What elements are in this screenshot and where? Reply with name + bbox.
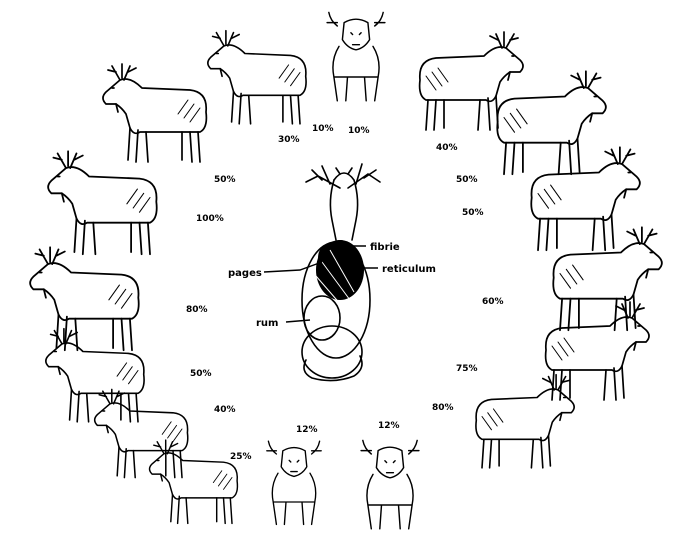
moose-icon [48,151,157,254]
percentage-label: 60% [482,297,504,307]
percentage-label: 30% [278,135,300,145]
moose-icon [553,227,662,330]
percentage-label: 50% [190,369,212,379]
percentage-label: 10% [312,124,334,134]
percentage-label: 12% [296,425,318,435]
callout-reticulum: reticulum [382,264,436,275]
percentage-label: 100% [196,214,224,224]
percentage-label: 80% [432,403,454,413]
percentage-label: 80% [186,305,208,315]
moose-icon [208,31,306,124]
percentage-label: 50% [214,175,236,185]
center-animal-figure: fibrie reticulum pages rum [228,164,436,381]
percentage-label: 50% [462,208,484,218]
callout-fibrie: fibrie [370,242,400,253]
moose-icon [30,247,139,350]
percentage-label: 40% [214,405,236,415]
moose-icon [46,329,144,422]
percentage-label: 50% [456,175,478,185]
moose-icon [531,147,640,250]
percentage-label: 40% [436,143,458,153]
moose-icon [95,389,188,477]
moose-icon [103,64,206,162]
moose-icon [150,440,238,523]
percentage-label: 12% [378,421,400,431]
moose-icon [327,12,385,100]
moose-icon [267,441,321,524]
callout-pages: pages [228,268,262,279]
moose-icon [361,440,419,528]
callout-rum: rum [256,318,278,329]
stomach-compartments [304,240,364,340]
moose-icon [476,375,574,468]
percentage-label: 75% [456,364,478,374]
moose-icon [497,71,606,174]
percentage-label: 25% [230,452,252,462]
moose-icon [420,32,523,130]
percentage-label: 10% [348,126,370,136]
